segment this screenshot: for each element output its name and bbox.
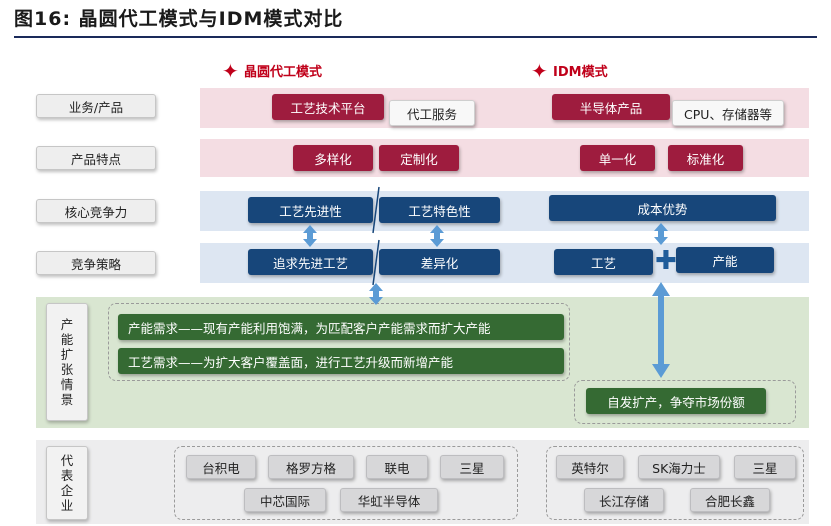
figure-title: 图16: 晶圆代工模式与IDM模式对比 (14, 8, 344, 30)
idm-feature-single: 单一化 (580, 145, 655, 171)
idm-feature-standard: 标准化 (668, 145, 743, 171)
row-label-strategy: 竞争策略 (36, 251, 156, 275)
foundry-business-platform: 工艺技术平台 (272, 94, 384, 120)
foundry-feature-diverse: 多样化 (293, 145, 373, 171)
double-arrow-icon (654, 223, 668, 245)
divider-line (372, 239, 380, 286)
foundry-feature-custom: 定制化 (379, 145, 459, 171)
idm-business-products: 半导体产品 (552, 94, 670, 120)
company-sk-hynix: SK海力士 (638, 455, 720, 479)
idm-strategy-capacity: 产能 (676, 247, 774, 273)
idm-core-cost: 成本优势 (549, 195, 776, 221)
company-intel: 英特尔 (556, 455, 624, 479)
foundry-expansion-capacity: 产能需求——现有产能利用饱满，为匹配客户产能需求而扩大产能 (118, 314, 564, 340)
company-cxmt: 合肥长鑫 (690, 488, 770, 512)
company-tsmc: 台积电 (186, 455, 256, 479)
row-label-expansion: 产能 扩张 情景 (46, 303, 88, 421)
company-smic: 中芯国际 (244, 488, 326, 512)
row-label-core: 核心竞争力 (36, 199, 156, 223)
double-arrow-icon (430, 225, 444, 247)
company-hua-hong: 华虹半导体 (340, 488, 438, 512)
foundry-core-specialty: 工艺特色性 (379, 197, 500, 223)
double-arrow-icon (652, 282, 670, 378)
company-samsung-idm: 三星 (734, 455, 796, 479)
header-idm: IDM模式 (553, 65, 608, 80)
company-umc: 联电 (366, 455, 428, 479)
idm-companies-frame (546, 446, 804, 520)
idm-expansion-frame (574, 380, 796, 424)
foundry-expansion-frame (108, 303, 570, 381)
foundry-companies-frame (174, 446, 518, 520)
foundry-expansion-process: 工艺需求——为扩大客户覆盖面，进行工艺升级而新增产能 (118, 348, 564, 374)
header-foundry: 晶圆代工模式 (244, 65, 323, 80)
idm-strategy-process: 工艺 (554, 249, 653, 275)
foundry-strategy-advanced: 追求先进工艺 (248, 249, 373, 275)
row-label-features: 产品特点 (36, 146, 156, 170)
double-arrow-icon (303, 225, 317, 247)
foundry-business-service: 代工服务 (389, 100, 475, 126)
idm-business-examples: CPU、存储器等 (672, 100, 784, 126)
company-samsung-foundry: 三星 (440, 455, 504, 479)
foundry-core-advanced: 工艺先进性 (248, 197, 373, 223)
idm-expansion-self: 自发扩产，争夺市场份额 (586, 388, 766, 414)
plus-icon: ✚ (655, 246, 677, 276)
company-globalfoundries: 格罗方格 (268, 455, 354, 479)
star-icon: ✦ (531, 59, 548, 83)
foundry-strategy-differentiation: 差异化 (379, 249, 500, 275)
row-label-business: 业务/产品 (36, 94, 156, 118)
row-label-companies: 代表 企业 (46, 446, 88, 520)
divider-line (372, 186, 380, 234)
title-rule (14, 36, 817, 38)
double-arrow-icon (369, 283, 383, 305)
company-ymtc: 长江存储 (584, 488, 664, 512)
star-icon: ✦ (222, 59, 239, 83)
